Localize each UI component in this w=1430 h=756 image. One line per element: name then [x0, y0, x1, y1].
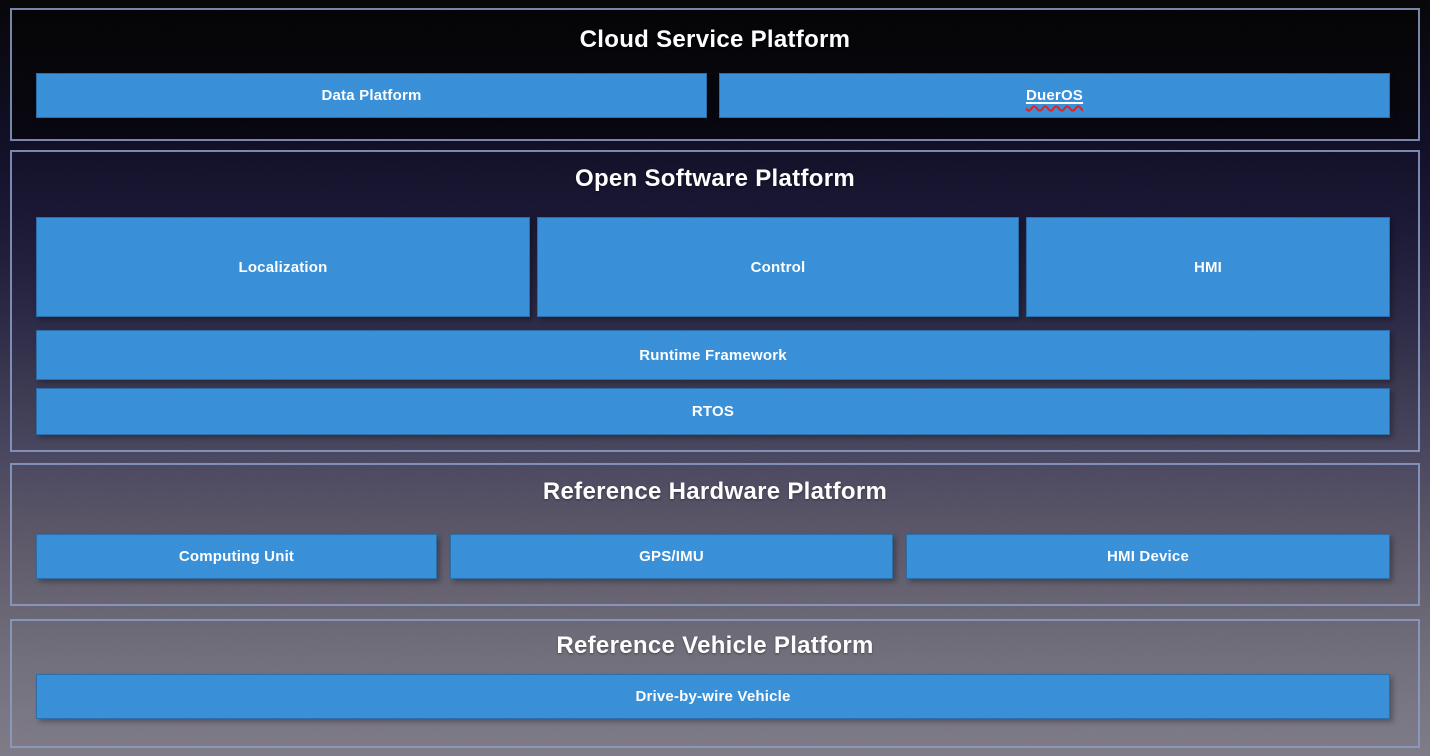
software-section-title: Open Software Platform — [575, 165, 855, 192]
box-computing-unit: Computing Unit — [36, 534, 437, 579]
software-modules-row: Localization Control HMI — [12, 217, 1418, 317]
box-control: Control — [537, 217, 1019, 317]
section-cloud-service-platform: Cloud Service Platform Data Platform Due… — [10, 8, 1420, 141]
rtos-row: RTOS — [12, 388, 1418, 435]
box-gps-imu-label: GPS/IMU — [639, 548, 704, 565]
section-open-software-platform: Open Software Platform Localization Cont… — [10, 150, 1420, 452]
hardware-box-row: Computing Unit GPS/IMU HMI Device — [12, 534, 1418, 579]
vehicle-box-row: Drive-by-wire Vehicle — [12, 674, 1418, 719]
box-computing-unit-label: Computing Unit — [178, 548, 295, 565]
box-runtime-framework-label: Runtime Framework — [639, 346, 787, 364]
spellcheck-squiggle: DuerOS — [1026, 87, 1083, 104]
vehicle-section-title: Reference Vehicle Platform — [556, 632, 874, 659]
cloud-box-row: Data Platform DuerOS — [12, 73, 1418, 118]
box-dueros-label: DuerOS — [1025, 87, 1084, 104]
box-hmi-device: HMI Device — [906, 534, 1390, 579]
runtime-framework-row: Runtime Framework — [12, 330, 1418, 380]
section-reference-hardware-platform: Reference Hardware Platform Computing Un… — [10, 463, 1420, 606]
box-hmi-device-label: HMI Device — [1106, 548, 1190, 565]
hardware-section-title: Reference Hardware Platform — [542, 478, 888, 505]
box-runtime-framework: Runtime Framework — [36, 330, 1390, 380]
box-hmi: HMI — [1026, 217, 1390, 317]
box-localization: Localization — [36, 217, 530, 317]
box-rtos: RTOS — [36, 388, 1390, 435]
box-data-platform-label: Data Platform — [321, 87, 422, 104]
box-localization-label: Localization — [238, 258, 328, 276]
cloud-section-title: Cloud Service Platform — [579, 26, 851, 53]
box-drive-by-wire-vehicle: Drive-by-wire Vehicle — [36, 674, 1390, 719]
box-drive-by-wire-vehicle-label: Drive-by-wire Vehicle — [635, 688, 791, 705]
section-reference-vehicle-platform: Reference Vehicle Platform Drive-by-wire… — [10, 619, 1420, 748]
box-gps-imu: GPS/IMU — [450, 534, 893, 579]
box-hmi-label: HMI — [1193, 258, 1223, 276]
box-control-label: Control — [750, 258, 806, 276]
box-data-platform: Data Platform — [36, 73, 707, 118]
box-dueros: DuerOS — [719, 73, 1390, 118]
box-rtos-label: RTOS — [691, 403, 735, 420]
